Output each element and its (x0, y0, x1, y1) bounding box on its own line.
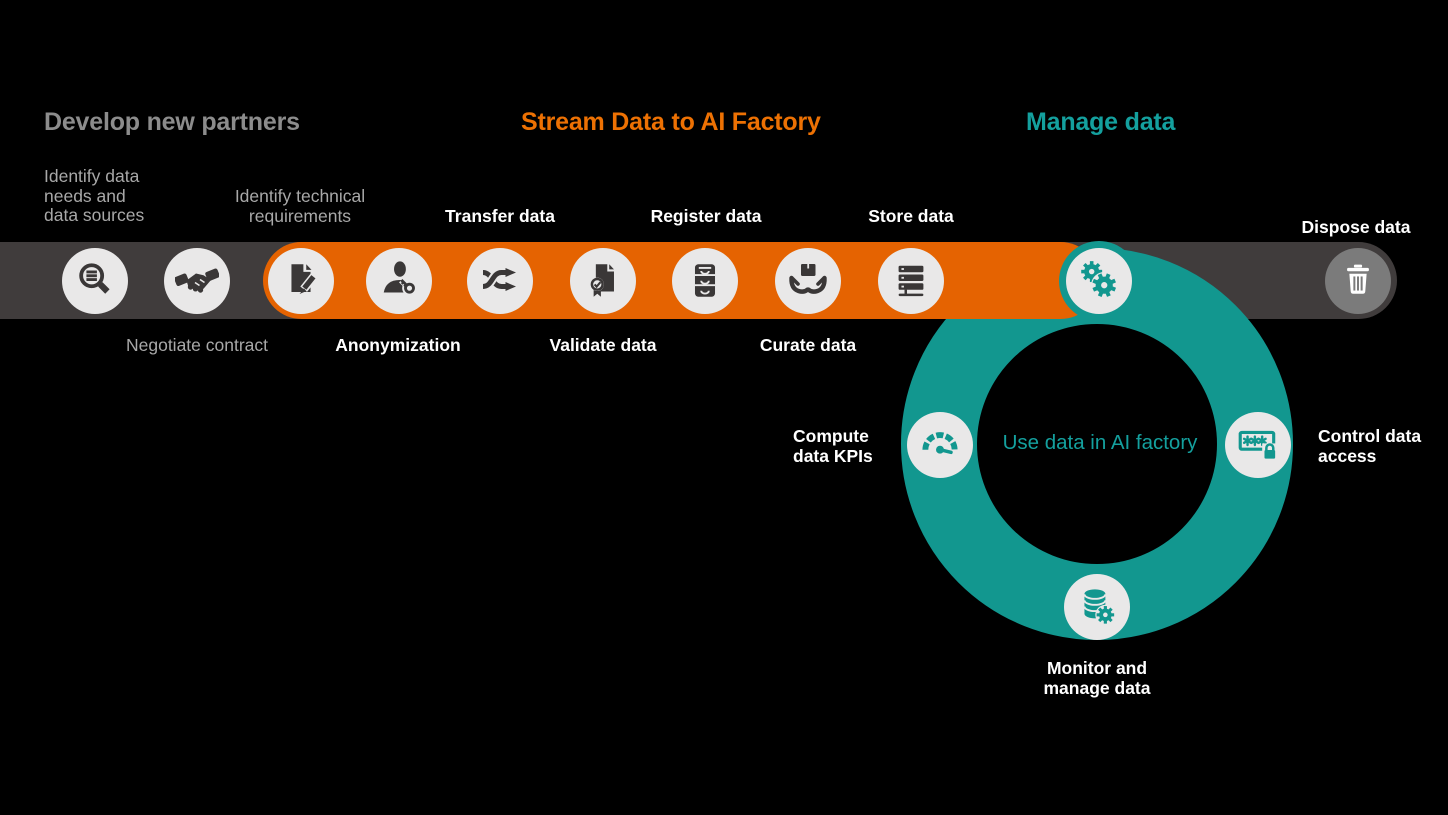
handshake-icon (175, 268, 219, 293)
label-line: data sources (44, 205, 145, 225)
stage-circle-identify-tech (268, 248, 334, 314)
person-key-icon (383, 261, 417, 296)
stage-circle-negotiate (164, 248, 230, 314)
shuffle-arrows-icon (482, 268, 516, 291)
certified-document-icon (590, 264, 614, 297)
label-line: Compute (793, 426, 869, 446)
heading-stream-data-to-ai-factory: Stream Data to AI Factory (521, 108, 821, 136)
stage-circle-curate (775, 248, 841, 314)
label-anonymization: Anonymization (335, 335, 461, 355)
label-line: Control data (1318, 426, 1422, 446)
label-dispose-data: Dispose data (1301, 217, 1411, 237)
stage-circle-anonymization (366, 248, 432, 314)
ring-circle-control (1225, 412, 1291, 478)
server-stack-icon (898, 265, 924, 297)
label-identify-data-needs: Identify data needs and data sources (44, 166, 145, 226)
gauge-icon (922, 432, 958, 455)
label-monitor-and-manage-data: Monitor and manage data (1012, 658, 1182, 698)
label-line: Identify technical (234, 186, 366, 206)
contract-pencil-icon (291, 264, 318, 294)
label-control-data-access: Control data access (1318, 426, 1422, 466)
stage-circle-dispose (1325, 248, 1391, 314)
ring-circle-use-data (1066, 248, 1132, 314)
database-gear-icon (1083, 589, 1116, 625)
label-validate-data: Validate data (549, 335, 657, 355)
label-line: access (1318, 445, 1377, 466)
label-transfer-data: Transfer data (445, 206, 555, 226)
label-use-data-in-ai-factory: Use data in AI factory (1002, 431, 1198, 454)
ring-circle-compute (907, 412, 973, 478)
password-lock-icon (1238, 430, 1277, 459)
hands-box-icon (789, 264, 827, 294)
gears-icon (1081, 261, 1118, 299)
label-store-data: Store data (868, 206, 954, 226)
trash-icon (1347, 264, 1369, 294)
drawer-cabinet-icon (694, 264, 716, 297)
ring-circle-monitor (1064, 574, 1130, 640)
magnifier-document-icon (79, 263, 110, 294)
heading-manage-data: Manage data (1026, 108, 1176, 136)
stage-circle-transfer (467, 248, 533, 314)
label-curate-data: Curate data (759, 335, 857, 355)
label-line: requirements (248, 205, 352, 226)
label-register-data: Register data (650, 206, 762, 226)
label-compute-data-kpis: Compute data KPIs (793, 426, 873, 466)
label-identify-technical-requirements: Identify technical requirements (205, 186, 395, 226)
label-line: manage data (1043, 677, 1151, 698)
stage-circle-store (878, 248, 944, 314)
label-line: Identify data (44, 166, 140, 186)
stage-circle-register (672, 248, 738, 314)
label-line: Monitor and (1046, 658, 1148, 678)
label-negotiate-contract: Negotiate contract (125, 335, 269, 355)
stage-circle-validate (570, 248, 636, 314)
label-line: data KPIs (793, 445, 873, 466)
stage-circle-identify-needs (62, 248, 128, 314)
label-line: needs and (44, 185, 126, 206)
heading-develop-new-partners: Develop new partners (44, 108, 300, 136)
